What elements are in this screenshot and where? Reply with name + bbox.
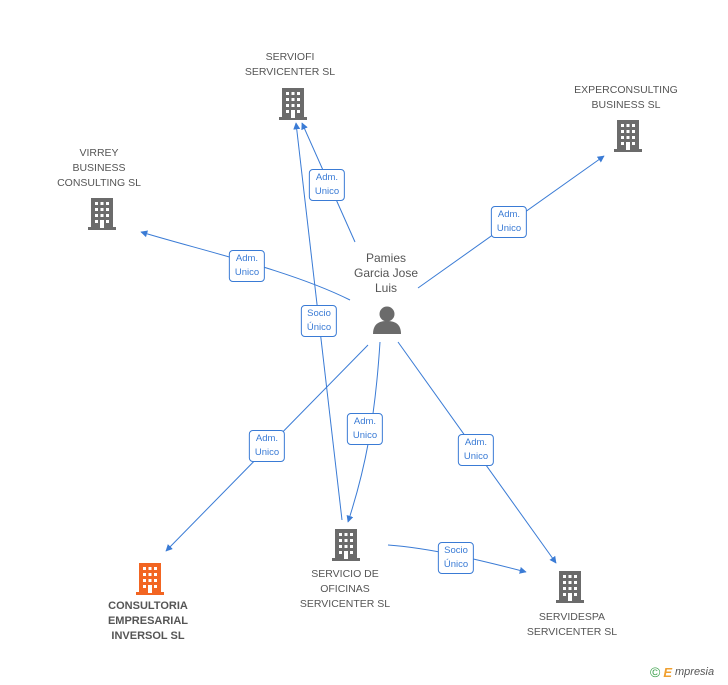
- company-label-consultoria[interactable]: CONSULTORIA EMPRESARIAL INVERSOL SL: [107, 600, 189, 642]
- building-icon-consultoria: [136, 563, 164, 595]
- company-label-virrey[interactable]: VIRREY BUSINESS CONSULTING SL: [57, 147, 141, 189]
- copyright-icon: ©: [650, 664, 661, 680]
- brand-initial: E: [663, 664, 672, 680]
- edge-label-e5: Adm. Unico: [248, 430, 286, 462]
- building-icon-serviofi: [279, 88, 307, 120]
- company-label-serviofi[interactable]: SERVIOFI SERVICENTER SL: [244, 51, 336, 78]
- edge-label-e6: Adm. Unico: [346, 413, 384, 445]
- edge-label-e3: Adm. Unico: [228, 250, 266, 282]
- company-label-servicio[interactable]: SERVICIO DE OFICINAS SERVICENTER SL: [299, 568, 391, 610]
- building-icon-servicio: [332, 529, 360, 561]
- building-icon-virrey: [88, 198, 116, 230]
- person-icon: [373, 306, 401, 334]
- edge-label-e2: Adm. Unico: [490, 206, 528, 238]
- company-label-servidespa[interactable]: SERVIDESPA SERVICENTER SL: [526, 611, 618, 638]
- company-label-experconsulting[interactable]: EXPERCONSULTING BUSINESS SL: [574, 84, 678, 111]
- building-icon-experconsulting: [614, 120, 642, 152]
- edge-label-e7: Adm. Unico: [457, 434, 495, 466]
- edge-label-e1: Adm. Unico: [308, 169, 346, 201]
- edge-label-e8: Socio Único: [437, 542, 475, 574]
- building-icon-servidespa: [556, 571, 584, 603]
- brand-name: mpresia: [675, 666, 715, 678]
- person-name[interactable]: Pamies Garcia Jose Luis: [353, 251, 419, 295]
- edge-label-e4: Socio Único: [300, 305, 338, 337]
